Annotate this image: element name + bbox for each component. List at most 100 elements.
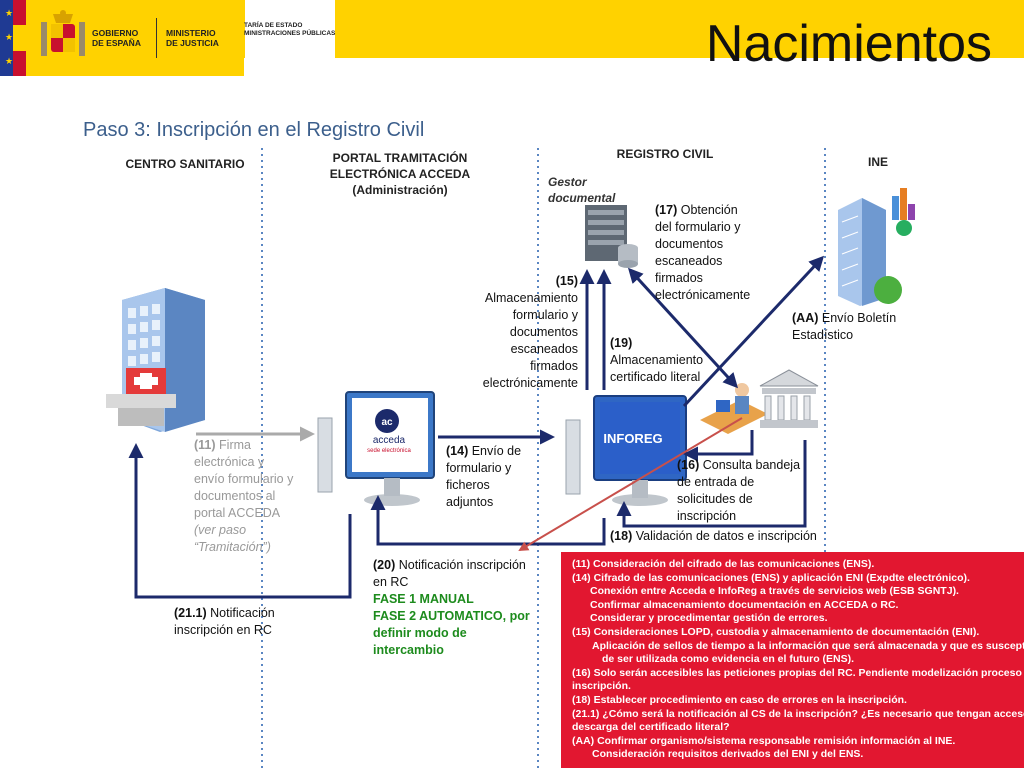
note-6: (15) Consideraciones LOPD, custodia y al… [572,625,980,638]
label-17-l2: del formulario y [655,220,741,234]
label-20-g3: definir modo de [373,626,467,640]
arrow-21-1 [128,443,352,599]
label-15: (15) Almacenamiento formulario y documen… [460,273,578,392]
portal-line1: PORTAL TRAMITACIÓN [332,151,468,165]
arrow-20 [370,495,606,546]
label-19-num: (19) [610,336,633,350]
portal-line3: (Administración) [352,183,448,197]
label-11-l5: portal ACCEDA [194,506,281,520]
column-registro-civil: REGISTRO CIVIL [616,147,714,161]
registry-building-icon [759,369,819,428]
label-15-l3: documentos [509,325,578,339]
note-3: Conexión entre Acceda e InfoReg a través… [590,585,959,598]
eu-flag-icon: ★ ★ ★ [0,0,26,76]
label-15-l6: electrónicamente [482,376,578,390]
label-16: (16) Consulta bandeja de entrada de soli… [677,457,807,525]
label-19-l2: certificado literal [610,370,701,384]
label-21-1-l1: Notificación [210,606,275,620]
label-11-i2: “Tramitación”) [194,540,271,554]
note-15: Consideración requisitos derivados del E… [592,748,864,761]
gov-line1: GOBIERNO [92,28,139,38]
column-ine: INE [867,155,888,169]
label-14-l4: adjuntos [446,495,494,509]
label-11-l3: envío formulario y [194,472,294,486]
label-18: (18) Validación de datos e inscripción [610,528,830,545]
note-8: de ser utilizada como evidencia en el fu… [602,653,855,666]
label-21-1-l2: inscripción en RC [174,623,272,637]
label-11-l2: electrónica y [194,455,265,469]
label-14-l3: ficheros [446,478,490,492]
label-20-g2: FASE 2 AUTOMATICO, por [373,609,530,623]
label-20-num: (20) [373,558,396,572]
chart-icon [892,188,915,236]
label-17-l1: Obtención [680,203,738,217]
label-20-g4: intercambio [373,643,444,657]
label-11-i1: (ver paso [194,523,247,537]
clerk-icon [700,383,768,434]
label-15-num: (15) [555,274,578,288]
label-17-l5: firmados [655,271,703,285]
note-11: (18) Establecer procedimiento en caso de… [572,693,907,706]
svg-text:★: ★ [5,32,13,42]
gov-line2: DE ESPAÑA [92,38,141,48]
arrow-red [518,417,743,552]
page-title: Nacimientos [705,15,992,73]
label-aa: (AA) Envío Boletín Estadístico [792,310,912,344]
gestor-line1: Gestor [548,175,587,189]
label-14-l2: formulario y [446,461,512,475]
notes-panel: (11) Consideración del cifrado de las co… [561,552,1024,768]
label-15-l2: formulario y [512,308,578,322]
label-14-num: (14) [446,444,469,458]
label-aa-l2: Estadístico [792,328,854,342]
label-16-l3: solicitudes de [677,492,753,506]
label-aa-l1: Envío Boletín [821,311,897,325]
ministry-line2: DE JUSTICIA [166,38,219,48]
portal-line2: ELECTRÓNICA ACCEDA [329,167,471,181]
note-2: (14) Cifrado de las comunicaciones (ENS)… [572,571,970,584]
label-11-num: (11) [194,438,216,452]
ine-building-icon [838,198,902,306]
secretary-line2: MINISTRACIONES PÚBLICAS [244,30,336,37]
label-16-l2: de entrada de [677,475,755,489]
hospital-icon [106,288,205,432]
label-16-l4: inscripción [677,509,737,523]
label-11-l1: Firma [219,438,251,452]
server-icon [585,205,638,268]
note-5: Considerar y procedimentar gestión de er… [590,612,828,625]
label-16-l1: Consulta bandeja [702,458,801,472]
label-11: (11) Firma electrónica y envío formulari… [194,437,314,556]
note-13: descarga del certificado literal? [572,721,730,734]
label-17-l4: escaneados [655,254,723,268]
column-portal: PORTAL TRAMITACIÓN ELECTRÓNICA ACCEDA (A… [300,150,500,198]
arrow-16 [683,430,754,462]
label-20-l1: Notificación inscripción [398,558,526,572]
label-19-l1: Almacenamiento [610,353,704,367]
step-title: Paso 3: Inscripción en el Registro Civil [83,119,425,141]
header-gap [245,0,335,58]
coat-of-arms-icon [41,10,85,56]
inforeg-computer-icon [565,395,687,506]
label-16-num: (16) [677,458,700,472]
label-11-l4: documentos al [194,489,276,503]
label-14: (14) Envío de formulario y ficheros adju… [446,443,536,511]
label-20: (20) Notificación inscripción en RC FASE… [373,557,553,659]
label-15-l4: escaneados [510,342,578,356]
arrow-17 [627,267,739,389]
acceda-logo-text: acceda [373,435,406,446]
label-19: (19) Almacenamiento certificado literal [610,335,730,386]
note-1: (11) Consideración del cifrado de las co… [572,558,875,570]
gestor-line2: documental [548,191,616,205]
arrow-aa [682,255,825,408]
note-4: Confirmar almacenamiento documentación e… [590,598,899,611]
ministry-line1: MINISTERIO [166,28,216,38]
acceda-c-glyph: ac [381,417,393,428]
label-17-l3: documentos [655,237,724,251]
label-20-l2: en RC [373,575,409,589]
label-17-l6: electrónicamente [655,288,751,302]
label-21-1-num: (21.1) [174,606,207,620]
label-15-l1: Almacenamiento [484,291,578,305]
label-21-1: (21.1) Notificación inscripción en RC [174,605,304,639]
note-7: Aplicación de sellos de tiempo a la info… [592,639,1024,652]
label-17: (17) Obtención del formulario y document… [655,202,775,304]
